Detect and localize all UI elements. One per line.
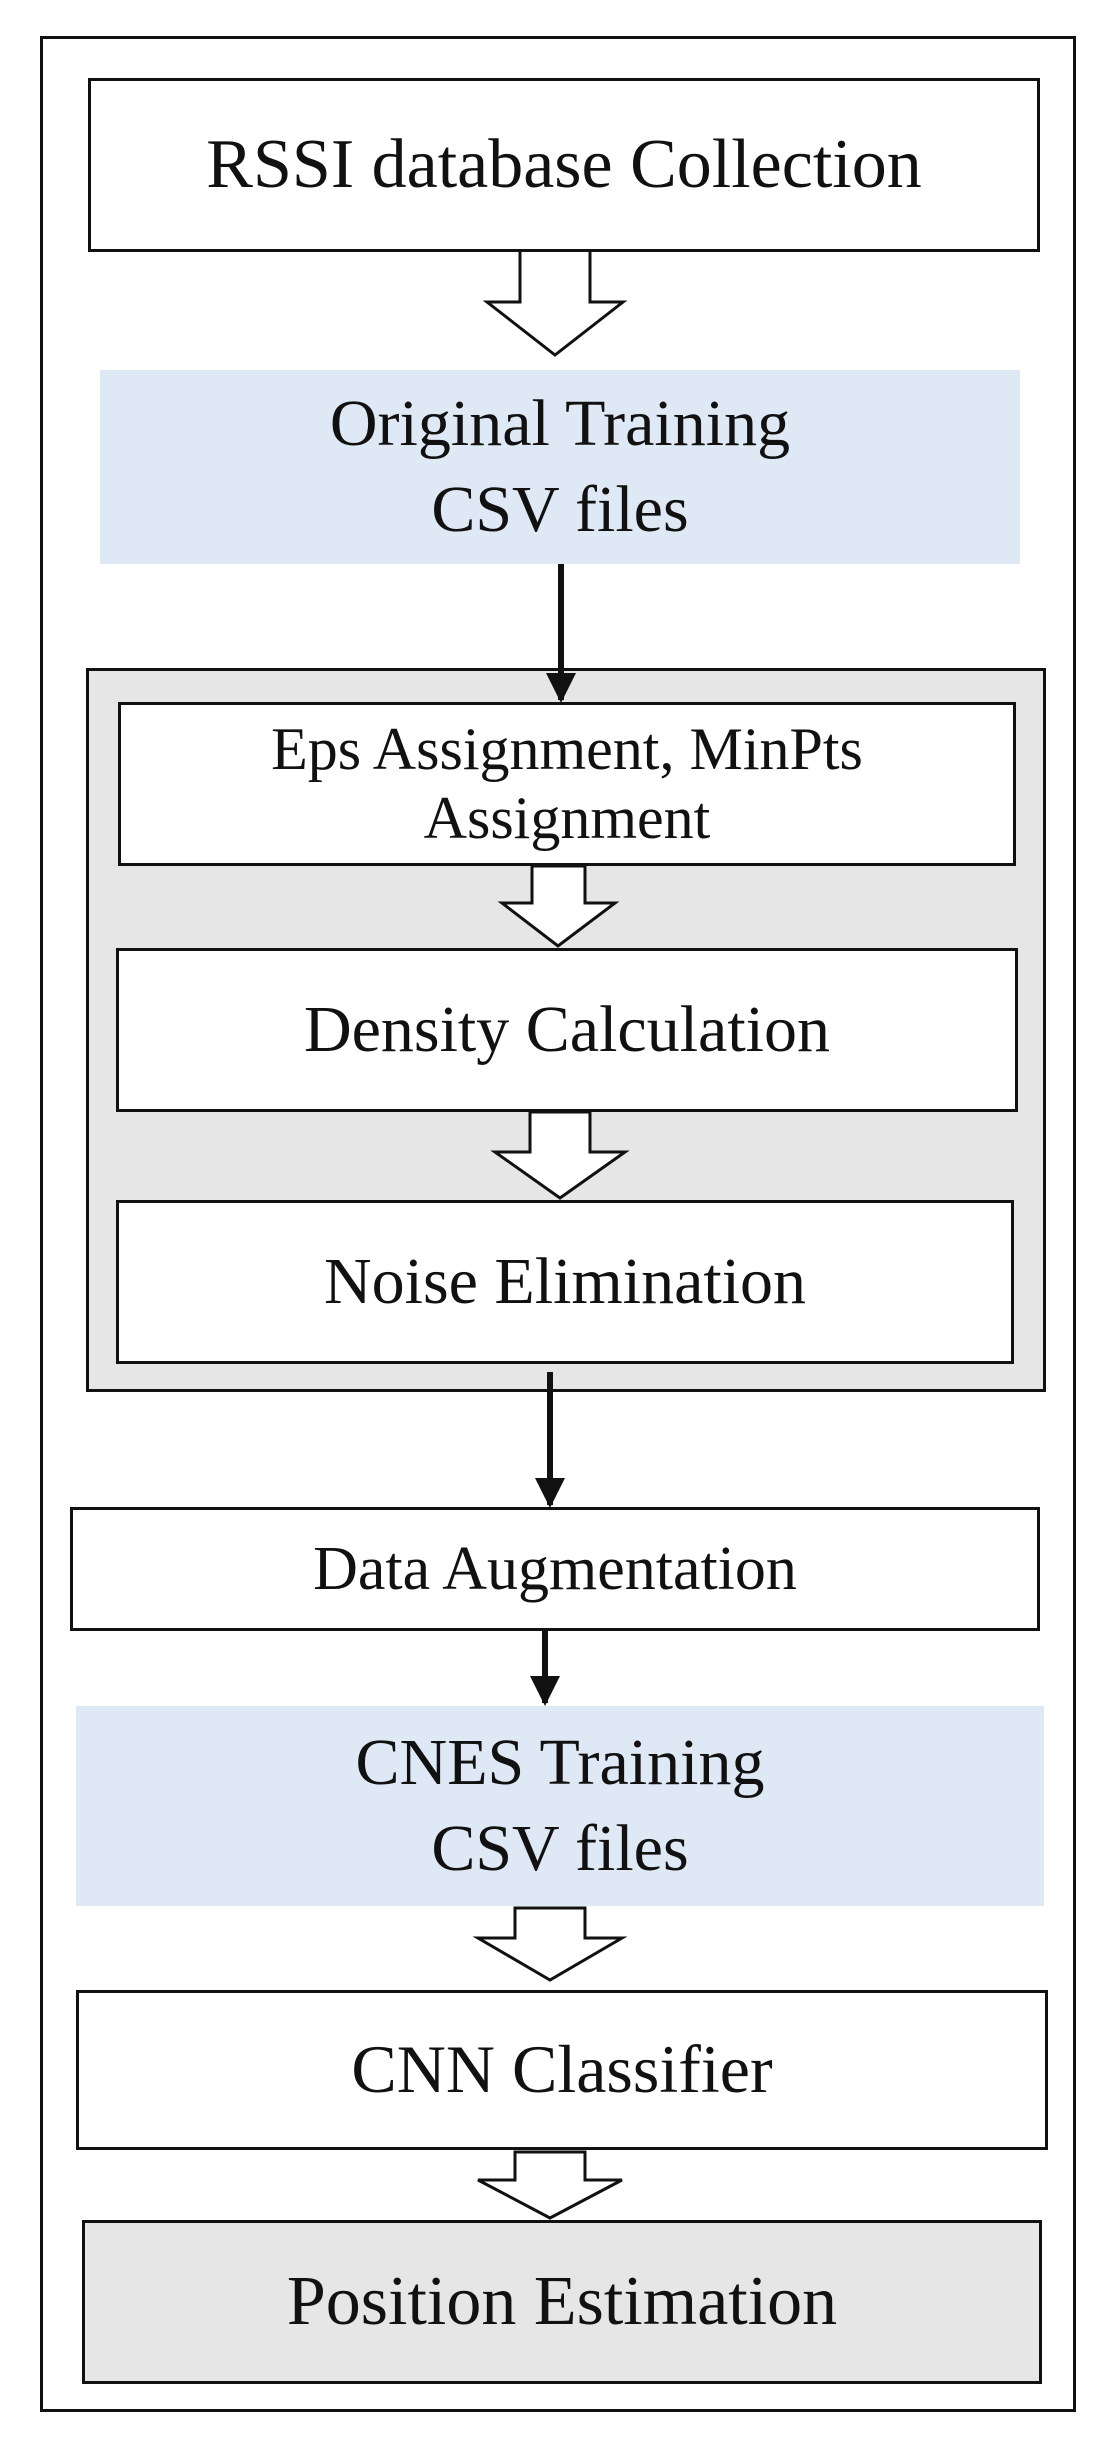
density-calculation-box: Density Calculation: [116, 948, 1018, 1112]
noise-elimination-box: Noise Elimination: [116, 1200, 1014, 1364]
original-training-label: Original Training CSV files: [329, 387, 791, 546]
hollow-arrow-1: [482, 248, 628, 357]
original-training-box: Original Training CSV files: [100, 370, 1020, 564]
outer-frame: [40, 36, 1076, 2412]
hollow-arrow-4: [472, 1906, 628, 1982]
cnes-training-label: CNES Training CSV files: [355, 1726, 765, 1885]
rssi-collection-label: RSSI database Collection: [206, 126, 922, 203]
data-augmentation-box: Data Augmentation: [70, 1507, 1040, 1631]
eps-assignment-box: Eps Assignment, MinPts Assignment: [118, 702, 1016, 866]
density-calculation-label: Density Calculation: [303, 993, 831, 1067]
hollow-arrow-2: [497, 864, 620, 948]
position-estimation-box: Position Estimation: [82, 2220, 1042, 2384]
hollow-arrow-3: [490, 1110, 630, 1200]
eps-assignment-label: Eps Assignment, MinPts Assignment: [271, 716, 863, 851]
cnn-classifier-box: CNN Classifier: [76, 1990, 1048, 2150]
noise-elimination-label: Noise Elimination: [323, 1245, 807, 1319]
cnn-classifier-label: CNN Classifier: [351, 2031, 773, 2108]
hollow-arrow-5: [477, 2150, 623, 2220]
cnes-training-box: CNES Training CSV files: [76, 1706, 1044, 1906]
data-augmentation-label: Data Augmentation: [313, 1534, 797, 1603]
position-estimation-label: Position Estimation: [286, 2263, 838, 2340]
rssi-collection-box: RSSI database Collection: [88, 78, 1040, 252]
